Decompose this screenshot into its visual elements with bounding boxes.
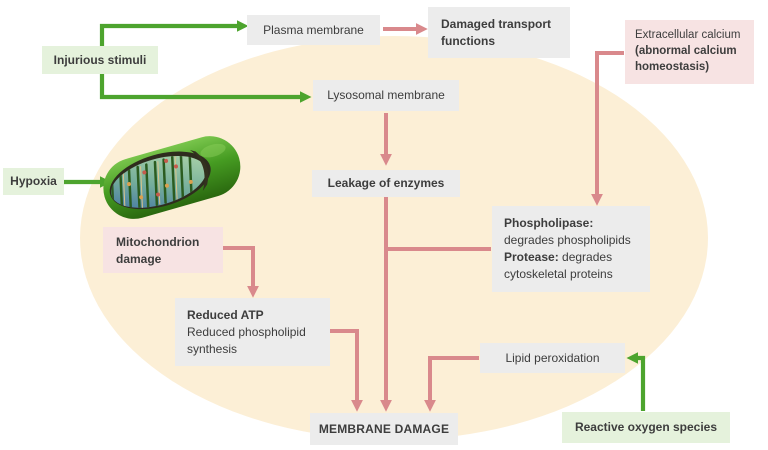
node-label: Reactive oxygen species	[574, 420, 718, 435]
node-label-line: Phospholipase:	[504, 216, 594, 230]
node-label-line: synthesis	[187, 342, 238, 356]
node-leakage-of-enzymes: Leakage of enzymes	[312, 170, 460, 197]
node-hypoxia: Hypoxia	[3, 168, 64, 195]
node-label-line: degrades phospholipids	[504, 233, 631, 247]
node-label: Lipid peroxidation	[505, 350, 600, 365]
node-plasma-membrane: Plasma membrane	[247, 15, 380, 45]
arrow-lipid-to-membrane-damage	[424, 356, 479, 412]
arrow-reduced-atp-to-membrane-damage	[330, 329, 363, 412]
arrow-mito-damage-to-reduced-atp	[223, 246, 259, 298]
node-label: MEMBRANE DAMAGE	[318, 421, 450, 436]
node-lipid-peroxidation: Lipid peroxidation	[480, 343, 625, 373]
node-reduced-atp: Reduced ATP Reduced phospholipid synthes…	[175, 298, 330, 366]
node-membrane-damage: MEMBRANE DAMAGE	[310, 413, 458, 445]
arrow-ros-to-lipid-peroxidation	[626, 352, 646, 411]
node-lysosomal-membrane: Lysosomal membrane	[313, 80, 459, 111]
node-label: Leakage of enzymes	[327, 176, 445, 191]
arrow-calcium-to-phospholipase	[591, 51, 624, 206]
node-label-line: Reduced phospholipid	[187, 325, 306, 339]
node-label-line: Mitochondrion	[116, 235, 200, 249]
node-label-line: (abnormal calcium	[635, 45, 737, 57]
node-label: Plasma membrane	[263, 22, 364, 37]
arrow-injurious-to-lysosomal	[99, 74, 312, 103]
node-label-bold: Protease:	[504, 250, 559, 264]
node-label-line: Damaged transport	[441, 17, 552, 31]
node-injurious-stimuli: Injurious stimuli	[42, 46, 158, 74]
node-phospholipase-protease: Phospholipase: degrades phospholipids Pr…	[492, 206, 650, 292]
node-label-line: Reduced ATP	[187, 308, 264, 322]
arrow-injurious-to-plasma	[99, 20, 249, 46]
node-label: Hypoxia	[10, 174, 57, 189]
node-extracellular-calcium: Extracellular calcium (abnormal calcium …	[625, 20, 754, 84]
node-mitochondrion-damage: Mitochondrion damage	[103, 227, 223, 273]
node-label: Injurious stimuli	[53, 52, 147, 67]
node-reactive-oxygen-species: Reactive oxygen species	[562, 412, 730, 443]
node-label-line: cytoskeletal proteins	[504, 267, 613, 281]
node-damaged-transport-functions: Damaged transport functions	[428, 7, 570, 58]
node-label: Lysosomal membrane	[327, 88, 445, 103]
node-label-rest: degrades	[558, 250, 613, 264]
mitochondrion-illustration	[103, 136, 241, 219]
node-label-line: homeostasis)	[635, 61, 710, 73]
node-label-line: Extracellular calcium	[635, 29, 741, 41]
node-label-line: damage	[116, 251, 162, 266]
node-label-line: Protease: degrades	[504, 249, 650, 266]
node-label-line: functions	[441, 33, 495, 48]
